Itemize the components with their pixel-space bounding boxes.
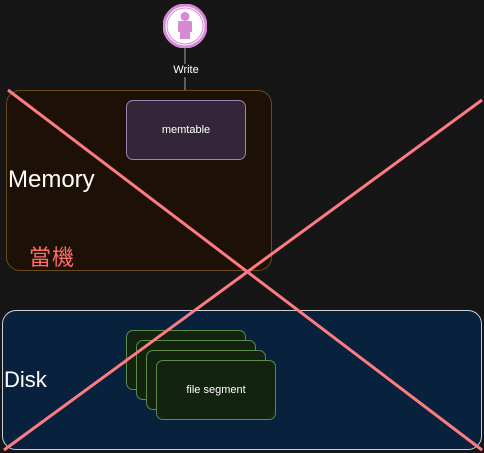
crash-label: 當機 xyxy=(29,246,76,271)
file-segment-node: file segment xyxy=(156,360,276,420)
memory-label: Memory xyxy=(8,166,95,193)
write-label: Write xyxy=(166,64,206,77)
memtable-node: memtable xyxy=(126,100,246,160)
user-icon xyxy=(162,3,208,49)
disk-label: Disk xyxy=(4,367,47,392)
